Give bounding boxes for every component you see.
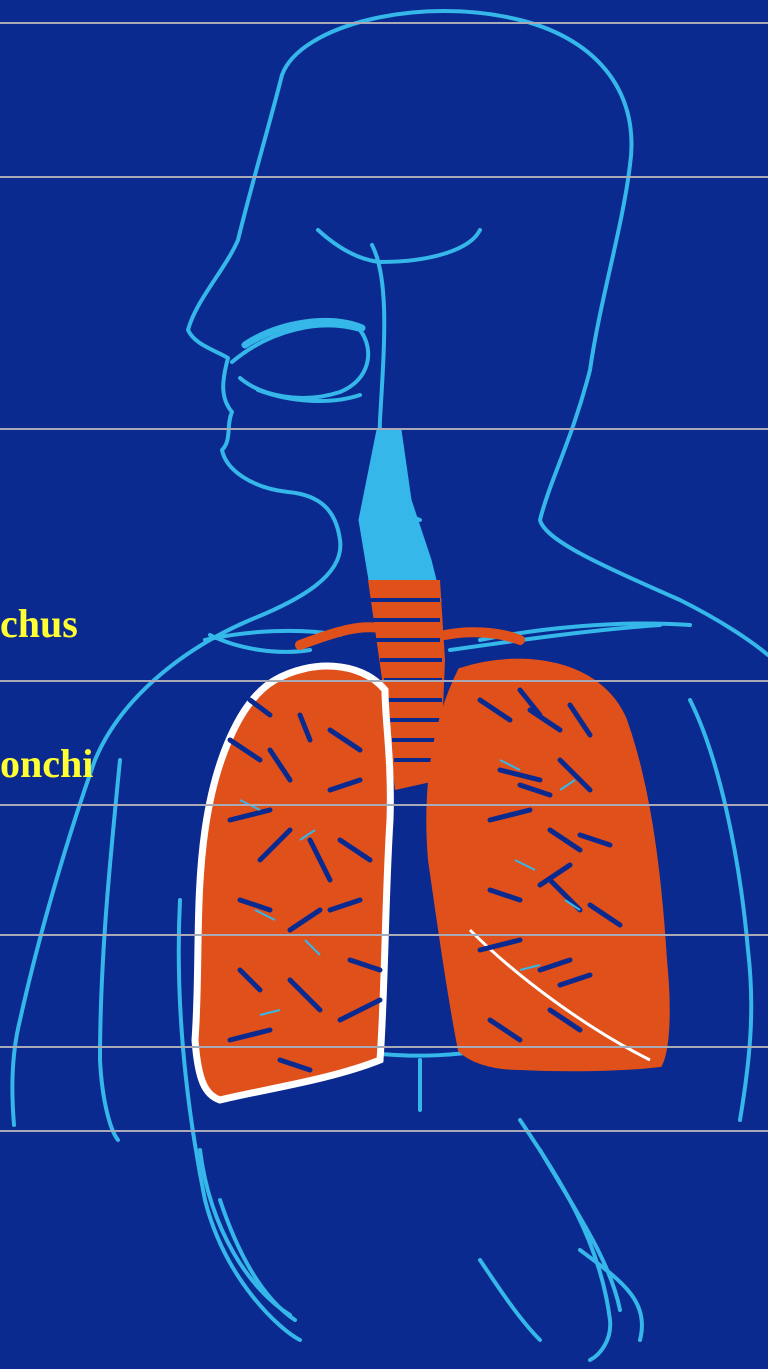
label-bronchi: onchi [0,744,93,784]
label-bronchus: chus [0,604,78,644]
rule-line [0,176,768,178]
rule-line [0,804,768,806]
rule-line [0,428,768,430]
rule-line [0,680,768,682]
rule-line [0,1130,768,1132]
rule-line [0,934,768,936]
right-lung [195,666,390,1100]
rule-line [0,22,768,24]
rule-line [0,1046,768,1048]
